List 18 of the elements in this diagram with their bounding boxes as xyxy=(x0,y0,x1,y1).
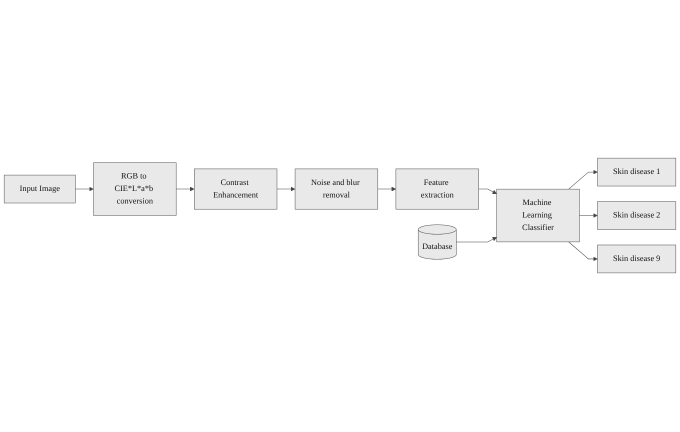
arrow xyxy=(75,187,94,192)
arrow xyxy=(378,187,396,192)
node-box: Feature extraction xyxy=(396,169,479,210)
node-box: Skin disease 2 xyxy=(597,202,676,230)
arrow xyxy=(568,242,598,262)
node-box: Noise and blur removal xyxy=(294,169,378,210)
node-box: Skin disease 1 xyxy=(597,158,676,187)
arrow xyxy=(478,189,497,194)
arrow xyxy=(276,187,296,192)
node-box: Contrast Enhancement xyxy=(194,169,278,210)
arrow xyxy=(568,170,598,190)
arrow xyxy=(456,238,497,243)
arrow xyxy=(579,214,598,218)
node-box: Input Image xyxy=(4,175,76,204)
node-box: Skin disease 9 xyxy=(597,245,676,274)
node-box: RGB to CIE*L*a*b conversion xyxy=(93,162,176,216)
node-box: Machine Learning Classifier xyxy=(496,189,580,243)
arrow xyxy=(176,187,194,192)
